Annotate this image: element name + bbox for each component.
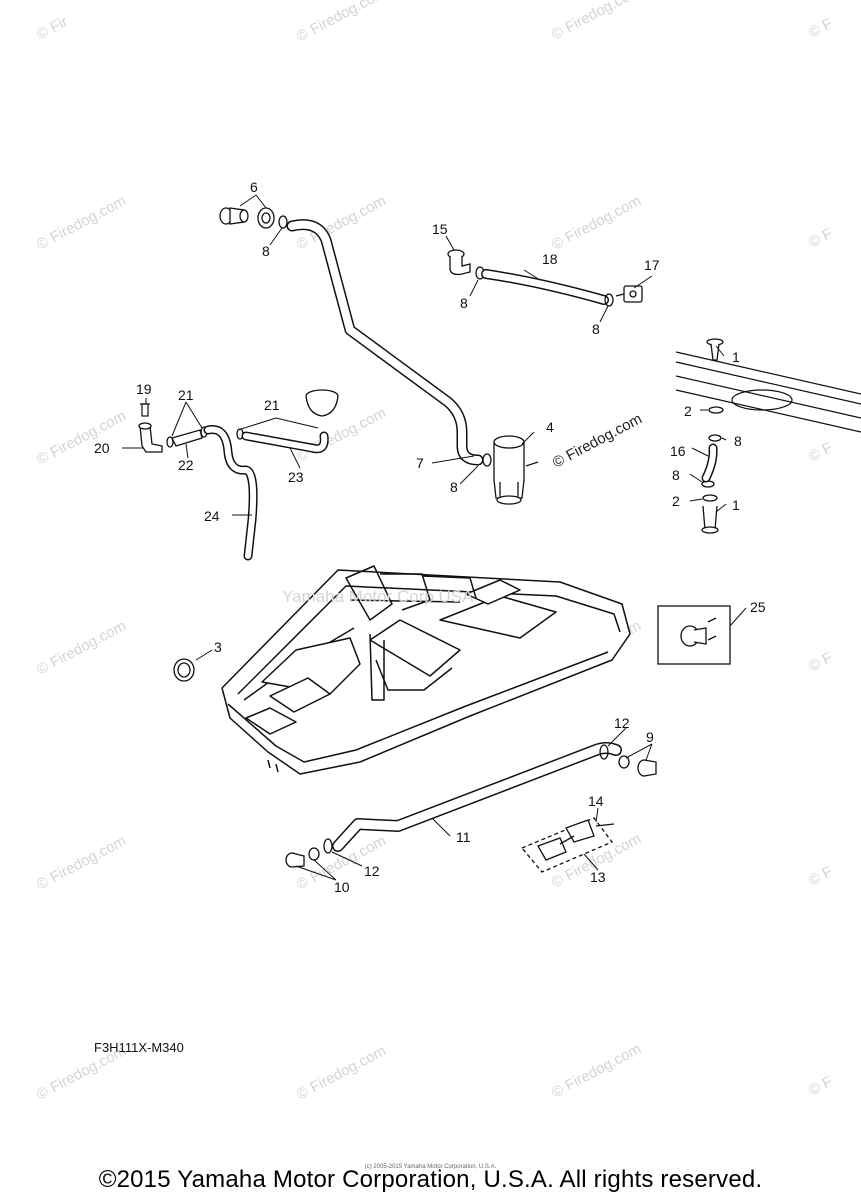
- callout-19: 19: [136, 381, 152, 397]
- callout-1: 1: [732, 349, 740, 365]
- part-20-elbow[interactable]: [138, 422, 163, 453]
- part-1-drain-plug[interactable]: [706, 338, 724, 361]
- small-notice: (c) 2005-2015 Yamaha Motor Corporation, …: [364, 1164, 497, 1170]
- part-5-screw: [525, 461, 539, 467]
- callout-12: 12: [364, 863, 380, 879]
- boat-hull: [221, 565, 631, 775]
- callout-22: 22: [178, 457, 194, 473]
- watermark: © Firedog.com: [549, 1040, 644, 1101]
- callout-8: 8: [262, 243, 270, 259]
- callout-9: 9: [646, 729, 654, 745]
- watermark: © F: [806, 439, 836, 465]
- callout-8: 8: [734, 433, 742, 449]
- callout-23: 23: [288, 469, 304, 485]
- part-3-cap[interactable]: [173, 658, 195, 682]
- watermark: © Firedog.com: [34, 617, 129, 678]
- callout-18: 18: [542, 251, 558, 267]
- callout-25: 25: [750, 599, 766, 615]
- part-15-fitting[interactable]: [447, 249, 471, 276]
- callout-8: 8: [592, 321, 600, 337]
- watermark: © Fir: [34, 13, 71, 43]
- watermark-dark: © Firedog.com: [550, 410, 645, 471]
- callout-17: 17: [644, 257, 660, 273]
- part-8-clamp: [482, 453, 492, 467]
- callout-3: 3: [214, 639, 222, 655]
- watermark: © F: [806, 863, 836, 889]
- deck-section: [675, 351, 861, 433]
- watermark-layer: © Fir © Firedog.com © Firedog.com © F © …: [34, 0, 836, 1104]
- watermark: © F: [806, 225, 836, 251]
- part-12-clamp: [323, 744, 609, 854]
- watermark: © Firedog.com: [294, 0, 389, 46]
- watermark: © Firedog.com: [34, 832, 129, 893]
- callout-11: 11: [456, 829, 471, 845]
- watermark: © Firedog.com: [549, 0, 644, 44]
- part-9-fitting[interactable]: [618, 755, 657, 777]
- callout-2: 2: [684, 403, 692, 419]
- watermark: © Firedog.com: [34, 407, 129, 468]
- part-25-inset[interactable]: [657, 605, 731, 665]
- callout-10: 10: [334, 879, 350, 895]
- part-6-vent-fitting[interactable]: [219, 207, 275, 229]
- callout-13: 13: [590, 869, 606, 885]
- part-1-drain-plug[interactable]: [701, 505, 719, 534]
- watermark: © F: [806, 1073, 836, 1099]
- part-22-tee-fitting[interactable]: [171, 429, 203, 447]
- callout-15: 15: [432, 221, 448, 237]
- watermark: © Firedog.com: [294, 404, 389, 465]
- diagram-code: F3H111X-M340: [94, 1040, 184, 1055]
- callout-8: 8: [450, 479, 458, 495]
- callout-8: 8: [460, 295, 468, 311]
- part-17-valve[interactable]: [615, 285, 643, 303]
- watermark: © Firedog.com: [294, 1042, 389, 1103]
- part-8-clamp: [604, 293, 614, 307]
- callout-2: 2: [672, 493, 680, 509]
- hull-watermark: Yamaha Motor Corp USA: [282, 587, 474, 606]
- callout-20: 20: [94, 440, 110, 456]
- part-4-water-separator[interactable]: [493, 435, 525, 505]
- part-19-screw: [140, 403, 150, 417]
- part-10-fitting[interactable]: [285, 847, 320, 868]
- callout-12: 12: [614, 715, 630, 731]
- callout-16: 16: [670, 443, 686, 459]
- watermark: © F: [806, 15, 836, 41]
- callout-14: 14: [588, 793, 604, 809]
- copyright-notice: ©2015 Yamaha Motor Corporation, U.S.A. A…: [98, 1166, 763, 1193]
- callout-21: 21: [178, 387, 194, 403]
- callout-4: 4: [546, 419, 554, 435]
- part-14-screw: [595, 823, 615, 827]
- callout-6: 6: [250, 179, 258, 195]
- callout-7: 7: [416, 455, 424, 471]
- part-13-bracket[interactable]: [520, 817, 614, 873]
- watermark: © Firedog.com: [34, 192, 129, 253]
- watermark: © F: [806, 649, 836, 675]
- part-8-clamp: [278, 215, 288, 229]
- callout-1: 1: [732, 497, 740, 513]
- part-2-washer: [702, 406, 724, 502]
- leader-lines: [122, 194, 747, 881]
- callout-8: 8: [672, 467, 680, 483]
- drain-cup: [305, 389, 339, 417]
- callout-24: 24: [204, 508, 220, 524]
- callout-21: 21: [264, 397, 280, 413]
- callout-labels: 6 8 15 8 18 17 8 1 2 8 16 8 2 1 4 7 8 19…: [94, 179, 766, 895]
- watermark: © Firedog.com: [549, 192, 644, 253]
